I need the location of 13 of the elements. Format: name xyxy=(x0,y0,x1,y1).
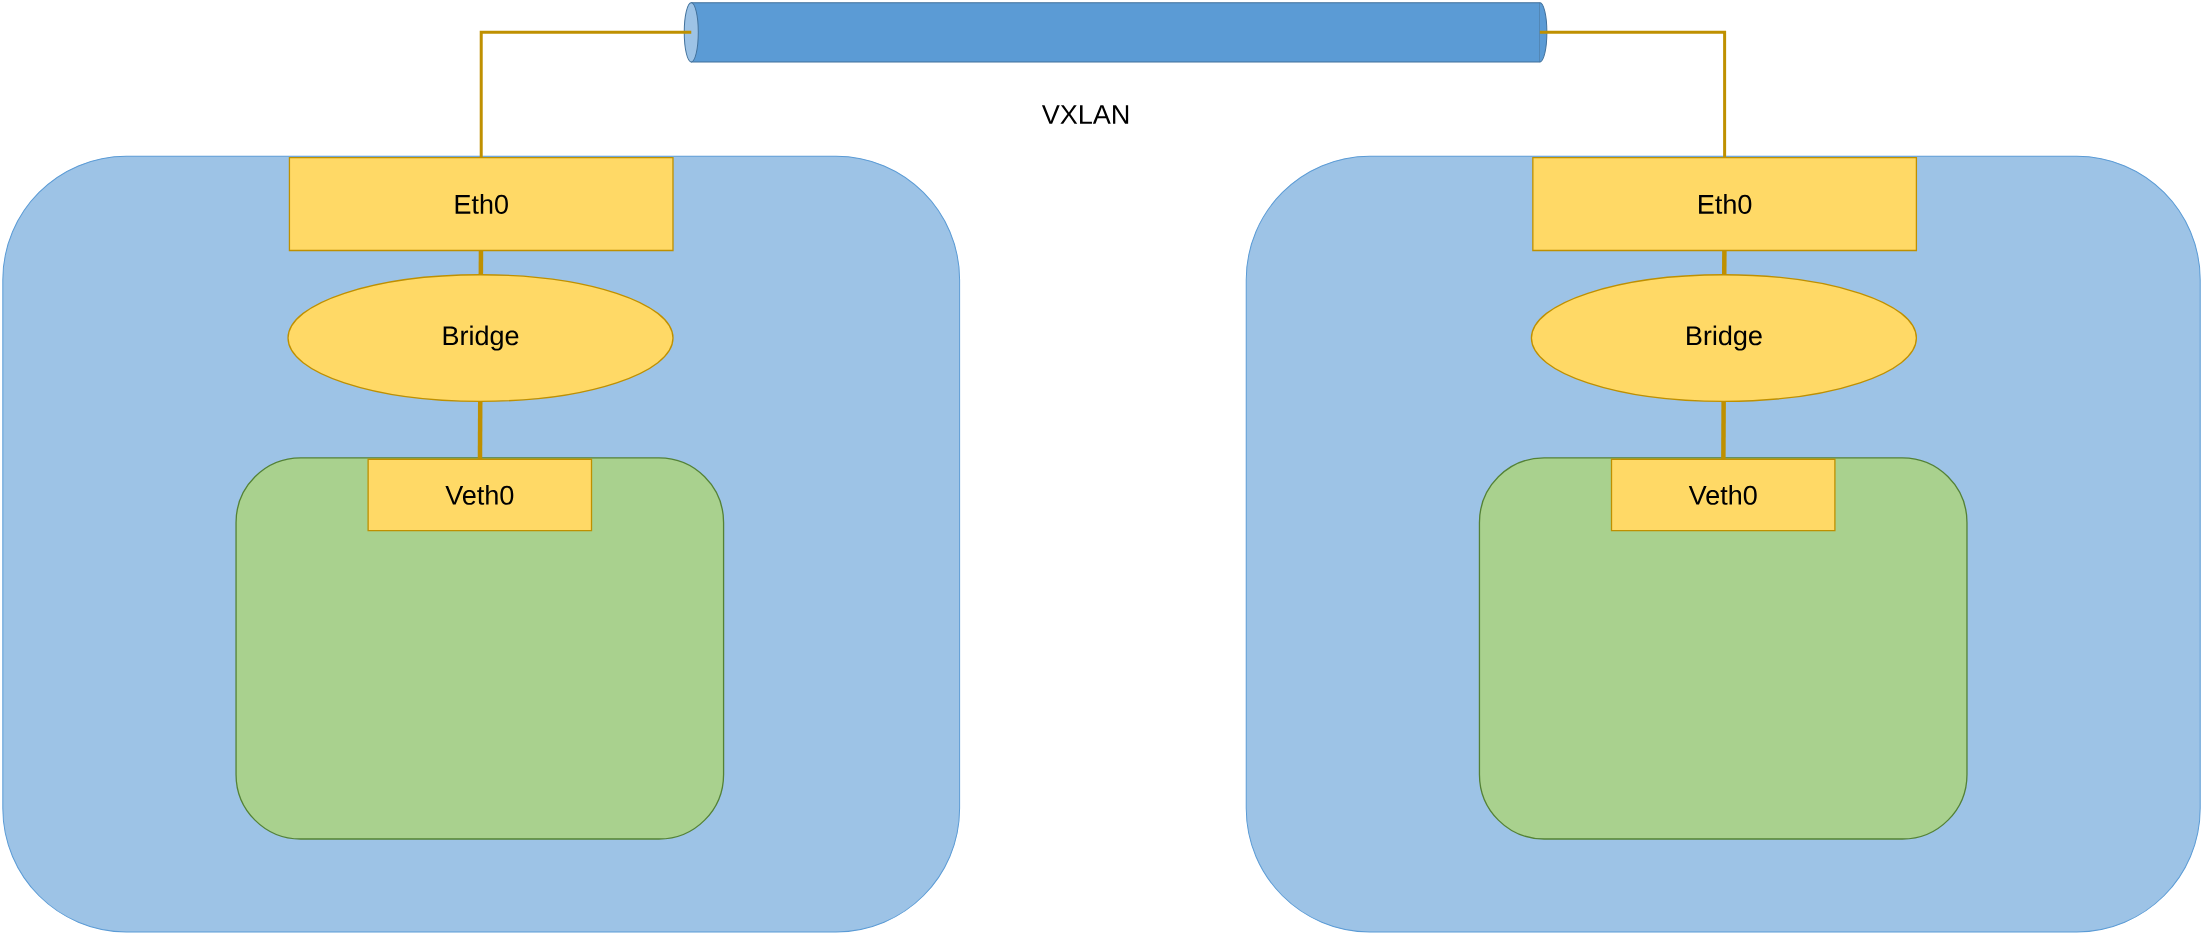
interface-box: Eth0 xyxy=(288,156,674,252)
tunnel-cylinder xyxy=(683,2,1548,63)
interface-box: Veth0 xyxy=(1610,458,1836,532)
connector-line xyxy=(477,401,483,460)
connector-line xyxy=(1721,401,1726,460)
tunnel-label: VXLAN xyxy=(1041,105,1129,124)
interface-box: Eth0 xyxy=(1532,156,1918,252)
container-box xyxy=(235,457,725,840)
connector-line xyxy=(1722,250,1727,275)
connector-line xyxy=(1539,30,1727,158)
connector-line xyxy=(478,250,484,275)
interface-box: Veth0 xyxy=(367,458,593,532)
connector-line xyxy=(479,30,692,158)
